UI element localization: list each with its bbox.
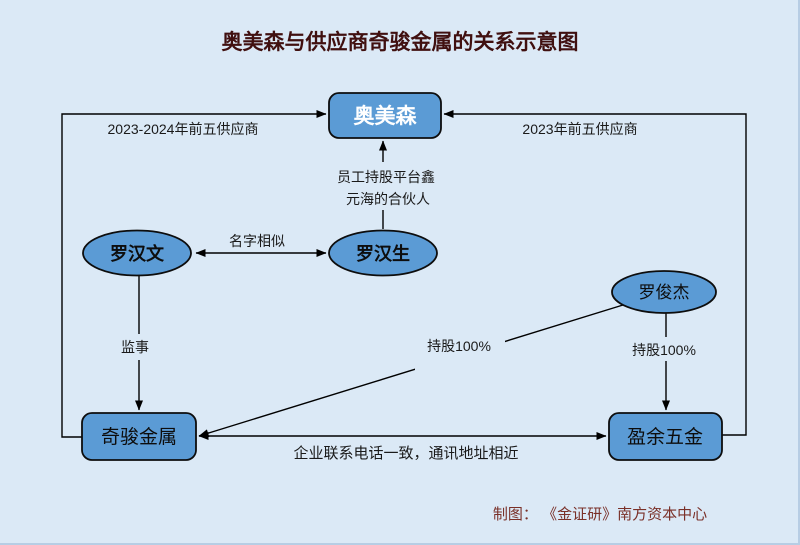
label-mask-jianshi xyxy=(112,334,158,360)
node-luohansheng-ellipse xyxy=(328,229,438,277)
edge-label-similar-name: 名字相似 xyxy=(229,233,285,249)
node-yingyu-label: 盈余五金 xyxy=(627,426,703,448)
edge-yingyu-to-aomeisen xyxy=(443,110,747,436)
edge-label-employee-line2: 元海的合伙人 xyxy=(346,191,430,207)
edge-label-holding-100-vertical: 持股100% xyxy=(632,342,696,358)
edge-label-same-phone-address: 企业联系电话一致，通讯地址相近 xyxy=(293,444,518,462)
node-qijun-box xyxy=(81,412,197,461)
node-yingyu-box xyxy=(608,412,723,461)
label-mask-employee xyxy=(334,162,442,210)
page-title: 奥美森与供应商奇骏金属的关系示意图 xyxy=(222,30,579,54)
edge-label-supplier-2023: 2023年前五供应商 xyxy=(522,121,637,137)
node-luohanwen-ellipse xyxy=(82,229,192,277)
node-aomeisen-box xyxy=(328,92,442,139)
bottom-edge-line xyxy=(0,543,800,545)
node-luojunjie-ellipse xyxy=(611,270,717,314)
credit-text: 制图： 《金证研》南方资本中心 xyxy=(493,506,707,523)
node-luojunjie-label: 罗俊杰 xyxy=(639,283,690,302)
edge-label-employee-platform: 员工持股平台鑫 元海的合伙人 xyxy=(337,169,439,207)
edge-label-employee-line1: 员工持股平台鑫 xyxy=(337,169,435,185)
edge-label-supplier-2023-2024: 2023-2024年前五供应商 xyxy=(108,121,259,137)
node-qijun-label: 奇骏金属 xyxy=(101,426,177,448)
edge-label-supervisor: 监事 xyxy=(121,339,149,355)
node-luohanwen-label: 罗汉文 xyxy=(110,243,165,264)
right-edge-line xyxy=(798,0,800,545)
node-aomeisen-label: 奥美森 xyxy=(354,104,418,128)
label-mask-holding-diagonal xyxy=(415,333,505,371)
label-mask-holding-vertical xyxy=(628,337,702,361)
edge-luojunjie-to-qijun xyxy=(198,304,624,438)
node-luohansheng-label: 罗汉生 xyxy=(356,243,410,264)
edge-qijun-to-aomeisen xyxy=(61,110,327,438)
edge-label-holding-100-diagonal: 持股100% xyxy=(427,338,491,354)
